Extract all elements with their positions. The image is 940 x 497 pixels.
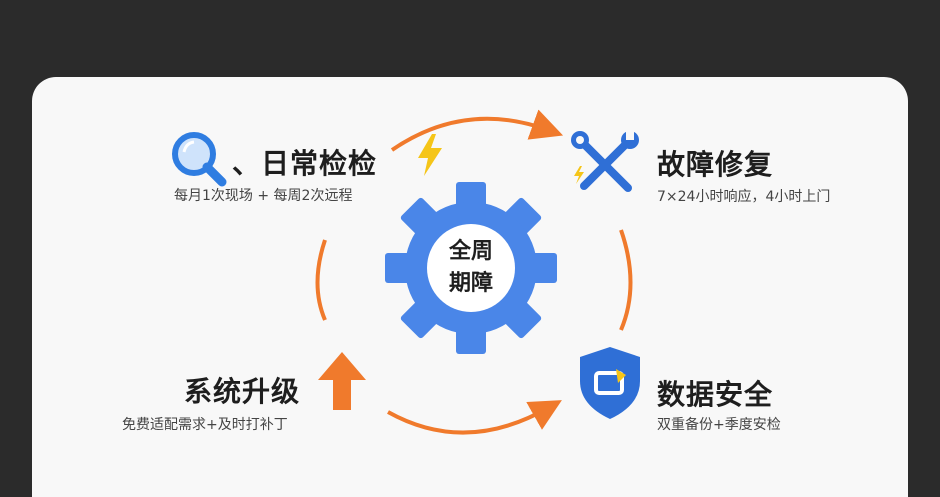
magnifier-icon	[172, 132, 227, 187]
center-label-line2: 期障	[448, 271, 493, 296]
gear-icon	[385, 182, 557, 354]
wrench-screwdriver-icon	[571, 130, 639, 192]
arrow-up-icon	[318, 352, 366, 410]
center-label-line1: 全周	[448, 239, 493, 264]
arrow-top	[390, 109, 564, 152]
center-gear: 全周 期障	[385, 182, 557, 354]
arc-left	[315, 239, 327, 321]
upgrade-title: 系统升级	[184, 375, 301, 408]
upgrade-subtitle: 免费适配需求+及时打补丁	[122, 417, 288, 433]
center-label: 全周 期障	[385, 236, 557, 300]
daily-check-title: 、日常检检	[232, 147, 378, 180]
arc-right	[619, 229, 633, 331]
arrow-bottom	[387, 400, 562, 435]
security-title: 数据安全	[657, 378, 774, 411]
repair-subtitle: 7×24小时响应，4小时上门	[657, 189, 831, 205]
daily-check-subtitle: 每月1次现场 + 每周2次远程	[174, 188, 353, 204]
lightning-icon	[418, 134, 442, 176]
security-subtitle: 双重备份+季度安检	[657, 417, 781, 433]
shield-icon	[580, 347, 640, 419]
repair-title: 故障修复	[657, 148, 774, 181]
